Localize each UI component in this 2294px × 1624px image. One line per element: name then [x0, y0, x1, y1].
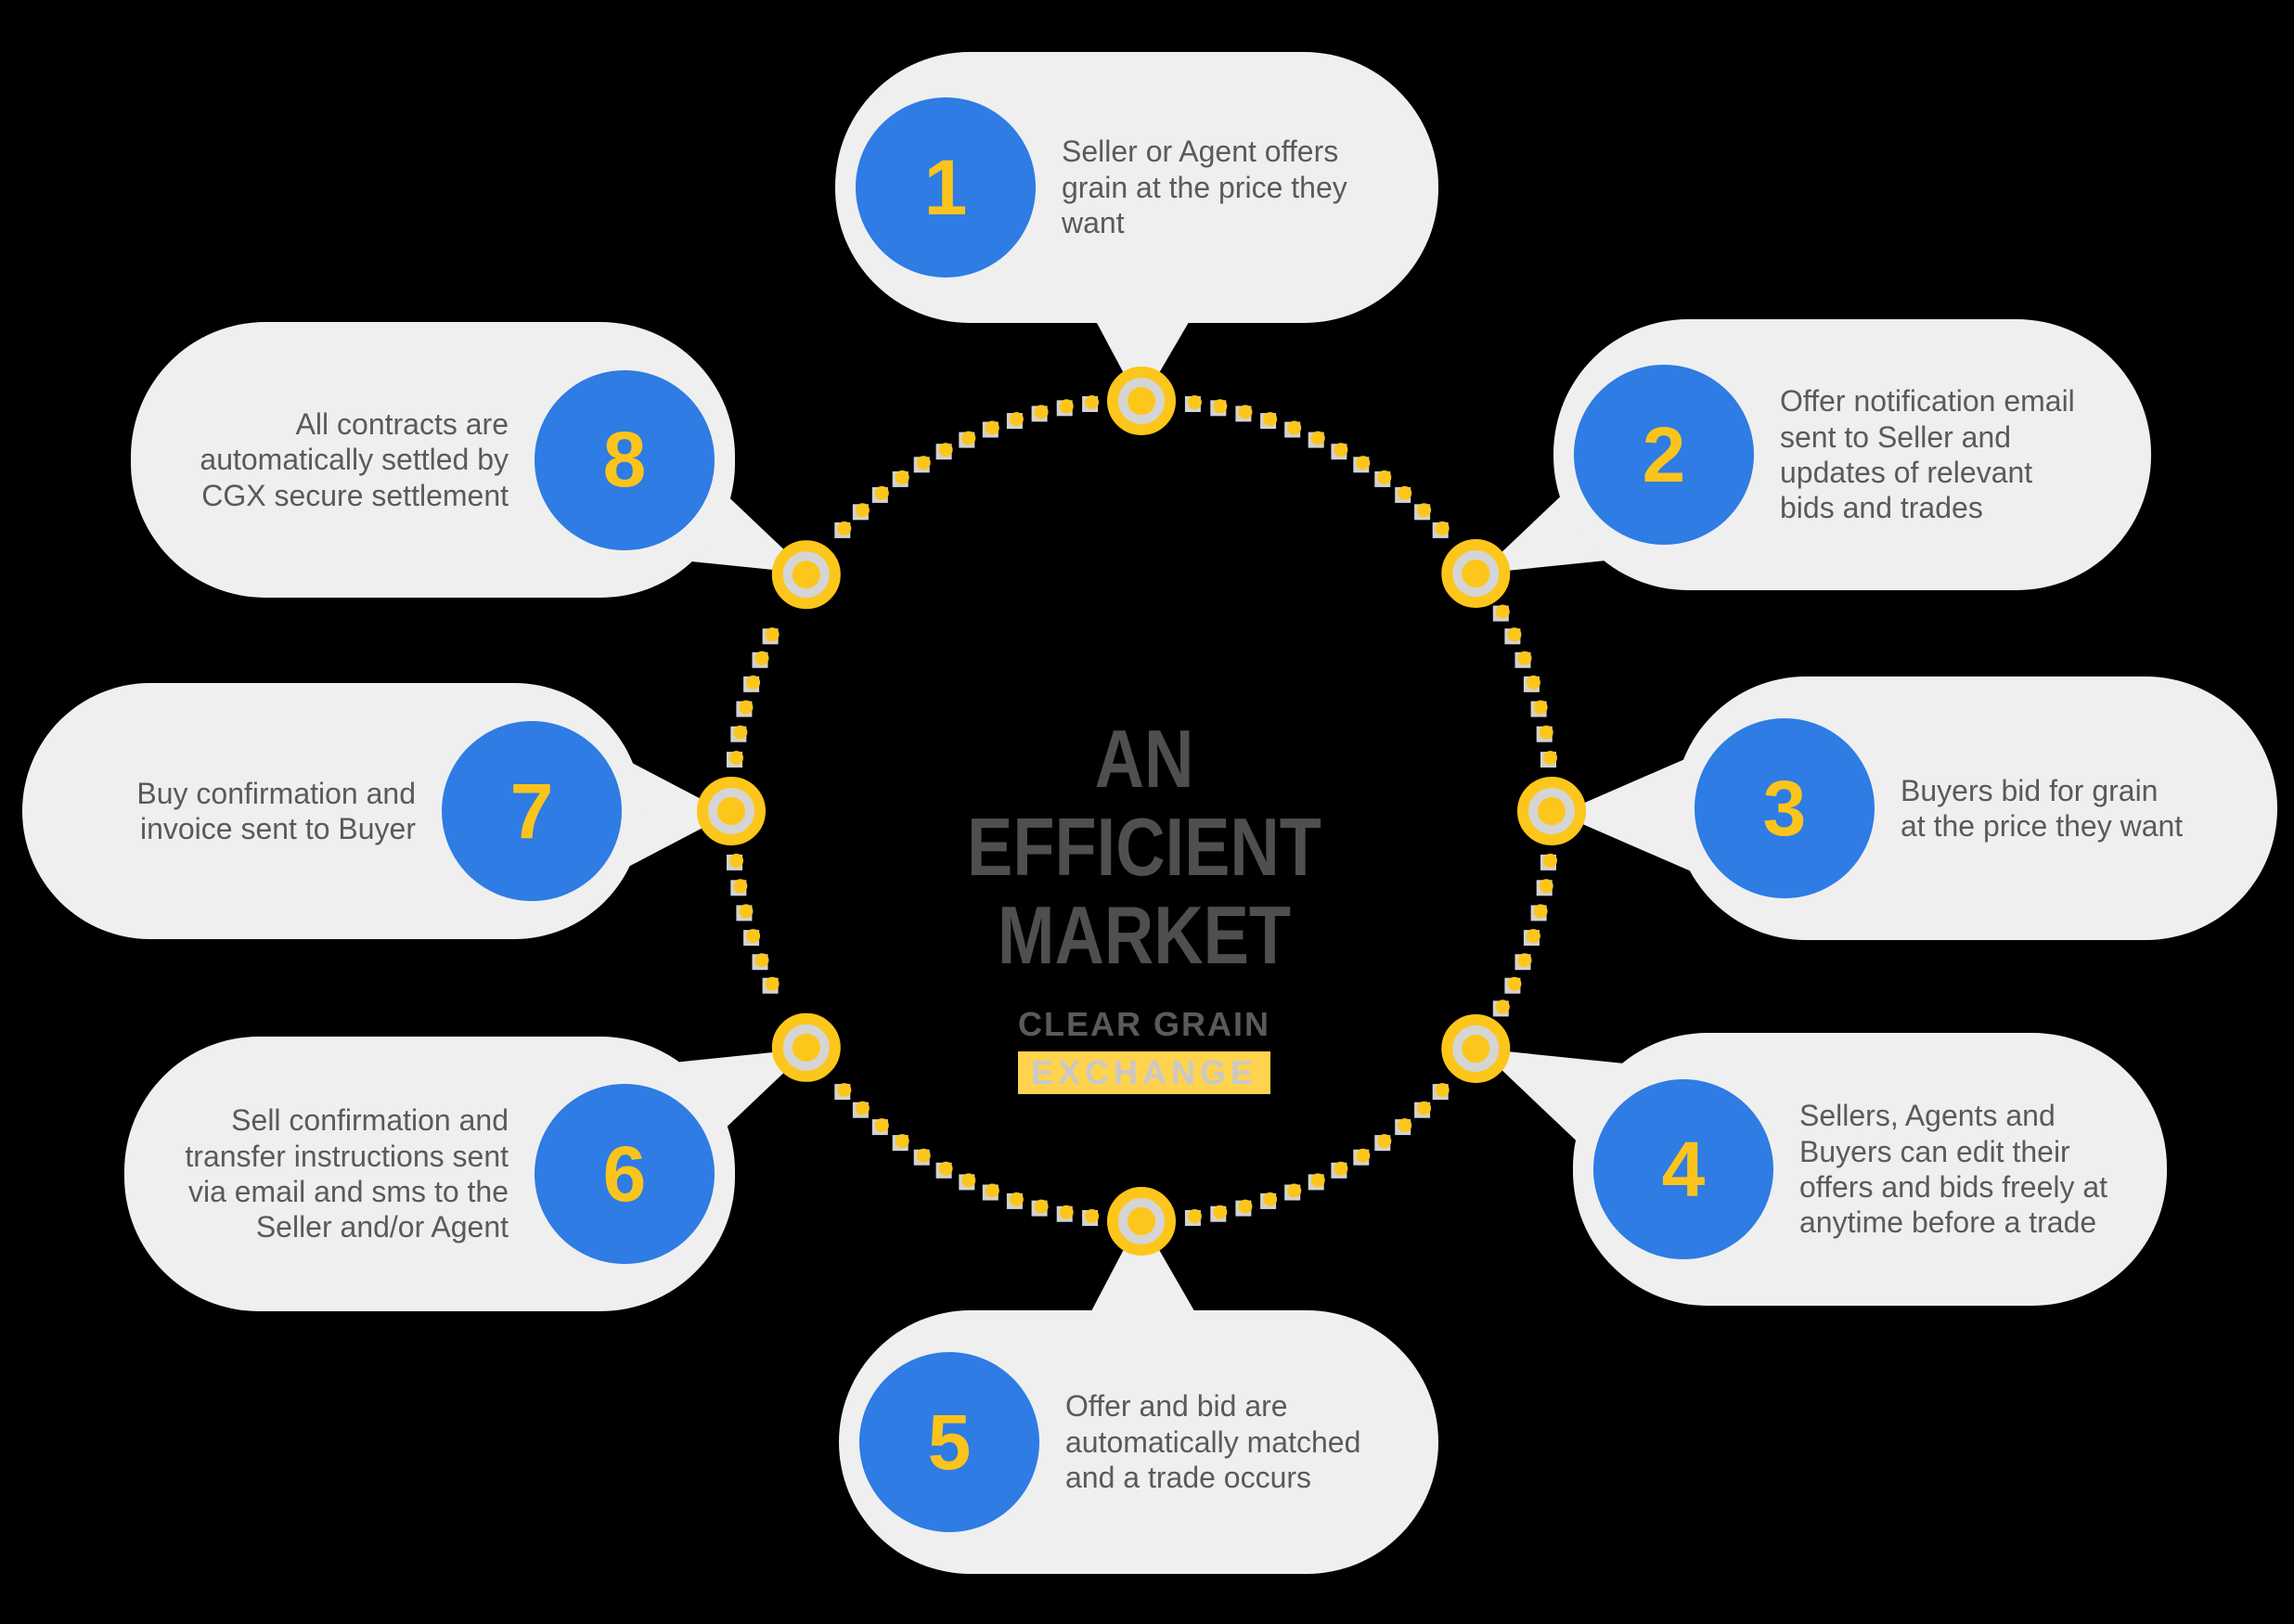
step-4-text: Sellers, Agents and Buyers can edit thei…: [1799, 1099, 2108, 1240]
bubble-tail-1: [1083, 297, 1204, 405]
step-bubble-8: 8 All contracts are automatically settle…: [131, 322, 735, 598]
step-bubble-1: 1 Seller or Agent offers grain at the pr…: [835, 52, 1438, 323]
step-6-text: Sell confirmation and transfer instructi…: [185, 1103, 509, 1244]
bubble-tail-7: [611, 752, 729, 876]
step-5-number-circle: 5: [859, 1352, 1039, 1532]
node-marker-6: [771, 1012, 841, 1082]
step-1-number-circle: 1: [856, 97, 1036, 277]
brand-name-clear-grain: CLEAR GRAIN: [1018, 1005, 1270, 1044]
step-bubble-2: 2 Offer notification email sent to Selle…: [1553, 319, 2151, 590]
step-6-number: 6: [602, 1129, 647, 1218]
node-marker-8: [1441, 1014, 1511, 1083]
step-2-number: 2: [1642, 410, 1686, 498]
bubble-tail-3: [1559, 752, 1702, 876]
center-title-block: AN EFFICIENT MARKET CLEAR GRAIN EXCHANGE: [866, 713, 1423, 1095]
node-markers: [697, 367, 1586, 1256]
step-2-number-circle: 2: [1574, 365, 1754, 545]
step-5-text: Offer and bid are automatically matched …: [1065, 1389, 1361, 1495]
step-bubble-4: 4 Sellers, Agents and Buyers can edit th…: [1573, 1033, 2167, 1306]
step-3-text: Buyers bid for grain at the price they w…: [1901, 773, 2184, 843]
step-7-text: Buy confirmation and invoice sent to Buy…: [136, 776, 416, 845]
step-bubble-3: 3 Buyers bid for grain at the price they…: [1674, 677, 2277, 940]
step-1-text: Seller or Agent offers grain at the pric…: [1062, 135, 1347, 240]
step-6-number-circle: 6: [535, 1084, 715, 1264]
node-marker-3: [1107, 367, 1176, 435]
brand-name-exchange: EXCHANGE: [1017, 1051, 1271, 1095]
node-marker-5: [697, 777, 766, 845]
step-4-number: 4: [1661, 1125, 1706, 1213]
step-3-number: 3: [1762, 764, 1807, 852]
step-bubble-5: 5 Offer and bid are automatically matche…: [839, 1310, 1438, 1574]
step-7-number: 7: [509, 767, 554, 855]
node-marker-2: [1441, 539, 1511, 608]
dotted-circle: [727, 395, 1557, 1226]
main-title: AN EFFICIENT MARKET: [967, 713, 1321, 982]
node-marker-7: [1107, 1187, 1176, 1256]
step-4-number-circle: 4: [1593, 1079, 1773, 1259]
step-7-number-circle: 7: [442, 721, 622, 901]
step-5-number: 5: [927, 1398, 972, 1486]
step-1-number: 1: [923, 143, 968, 231]
step-2-text: Offer notification email sent to Seller …: [1780, 384, 2075, 525]
node-marker-4: [771, 540, 841, 610]
step-bubble-6: 6 Sell confirmation and transfer instruc…: [124, 1037, 735, 1311]
step-3-number-circle: 3: [1695, 718, 1875, 898]
bubble-tail-5: [1083, 1218, 1204, 1327]
step-8-number: 8: [602, 416, 647, 503]
step-8-number-circle: 8: [535, 369, 715, 550]
step-8-text: All contracts are automatically settled …: [200, 406, 509, 512]
node-marker-1: [1517, 777, 1586, 845]
step-bubble-7: 7 Buy confirmation and invoice sent to B…: [22, 683, 642, 939]
